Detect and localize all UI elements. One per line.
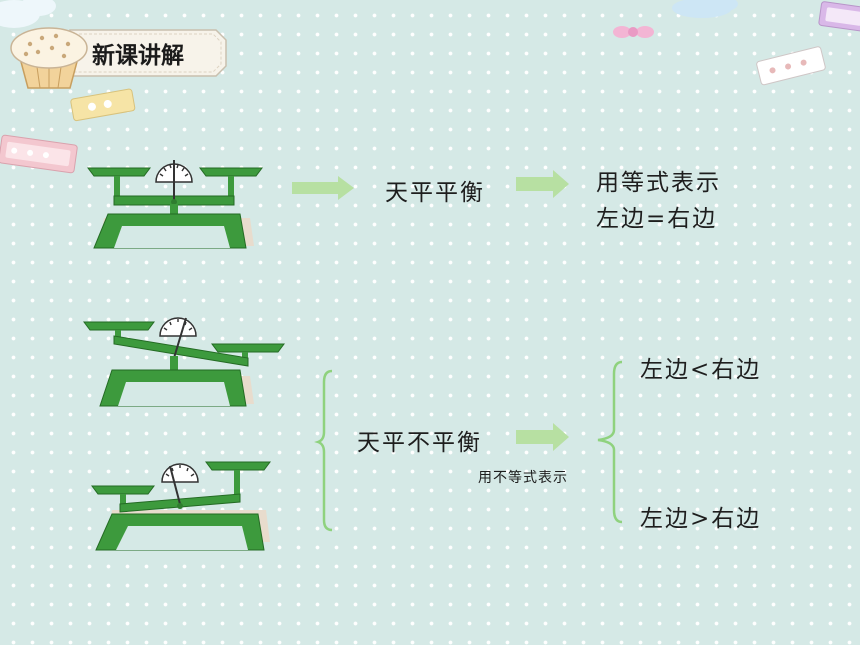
balanced-scale-image <box>87 160 263 249</box>
ticket-icon <box>70 88 136 122</box>
less-than-expression: 左边<右边 <box>640 357 762 383</box>
muffin-icon <box>10 27 88 89</box>
cloud-icon <box>0 0 56 28</box>
greater-than-expression: 左边>右边 <box>640 506 762 532</box>
arrow-right-icon <box>292 176 354 200</box>
equation-method-label: 用等式表示 <box>596 170 721 196</box>
header-title: 新课讲解 <box>92 43 184 69</box>
left-heavy-scale-image <box>83 317 285 407</box>
balanced-state-label: 天平平衡 <box>385 180 485 206</box>
left-brace <box>314 369 333 532</box>
unbalanced-state-label: 天平不平衡 <box>357 430 482 456</box>
equality-expression: 左边=右边 <box>596 206 718 232</box>
right-heavy-scale-image <box>91 461 271 551</box>
inequality-method-label: 用不等式表示 <box>478 470 568 486</box>
header-badge <box>10 27 227 89</box>
ticket-icon <box>818 1 860 32</box>
bow-icon <box>613 26 654 38</box>
ticket-icon <box>0 134 78 174</box>
arrow-right-icon <box>516 170 569 198</box>
cloud-icon <box>672 0 738 18</box>
right-brace <box>597 360 623 524</box>
arrow-right-icon <box>516 423 569 451</box>
ticket-icon <box>756 46 826 86</box>
